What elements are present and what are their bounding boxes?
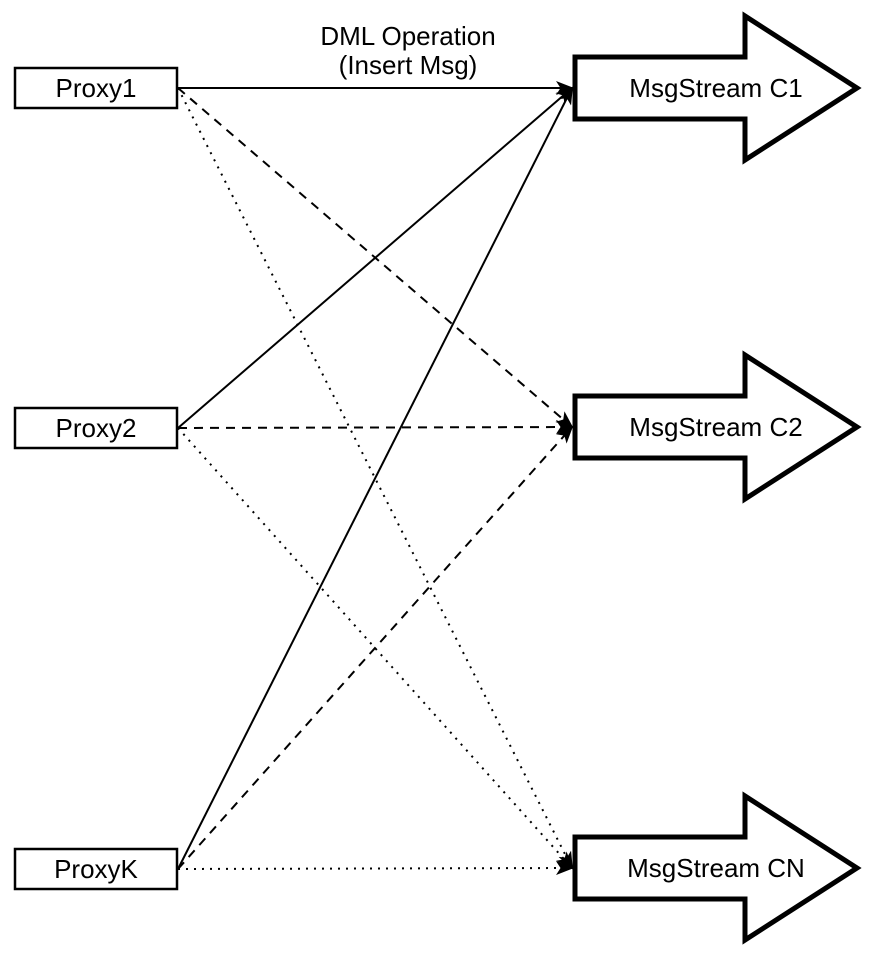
msgstream-c2-label: MsgStream C2 [629, 412, 802, 442]
node-msgstream-c2: MsgStream C2 [572, 350, 862, 504]
edges-layer [177, 81, 574, 876]
proxyk-label: ProxyK [54, 854, 138, 884]
diagram-title-line2: (Insert Msg) [339, 50, 478, 80]
edge-proxyk-cn [177, 861, 574, 876]
proxy1-box [13, 66, 179, 110]
node-msgstream-c1: MsgStream C1 [572, 11, 862, 165]
node-proxy2: Proxy2 [13, 406, 179, 450]
msgstream-cn-arrow [572, 791, 862, 945]
msgstream-c1-label: MsgStream C1 [629, 73, 802, 103]
edge-proxyk-c1 [177, 86, 573, 870]
edge-proxyk-c2 [177, 425, 574, 870]
msgstream-c1-arrow [572, 11, 862, 165]
msgstream-c2-arrow [572, 350, 862, 504]
node-msgstream-cn: MsgStream CN [572, 791, 862, 945]
proxyk-box [13, 847, 179, 891]
node-proxy1: Proxy1 [13, 66, 179, 110]
node-proxyk: ProxyK [13, 847, 179, 891]
proxy1-label: Proxy1 [56, 73, 137, 103]
edge-proxy2-c1 [177, 86, 574, 429]
msgstream-cn-label: MsgStream CN [627, 853, 805, 883]
edge-proxy2-c2 [177, 420, 574, 435]
proxy2-box [13, 406, 179, 450]
edge-proxy1-cn [177, 87, 573, 870]
proxy2-label: Proxy2 [56, 413, 137, 443]
diagram-title-line1: DML Operation [320, 21, 495, 51]
